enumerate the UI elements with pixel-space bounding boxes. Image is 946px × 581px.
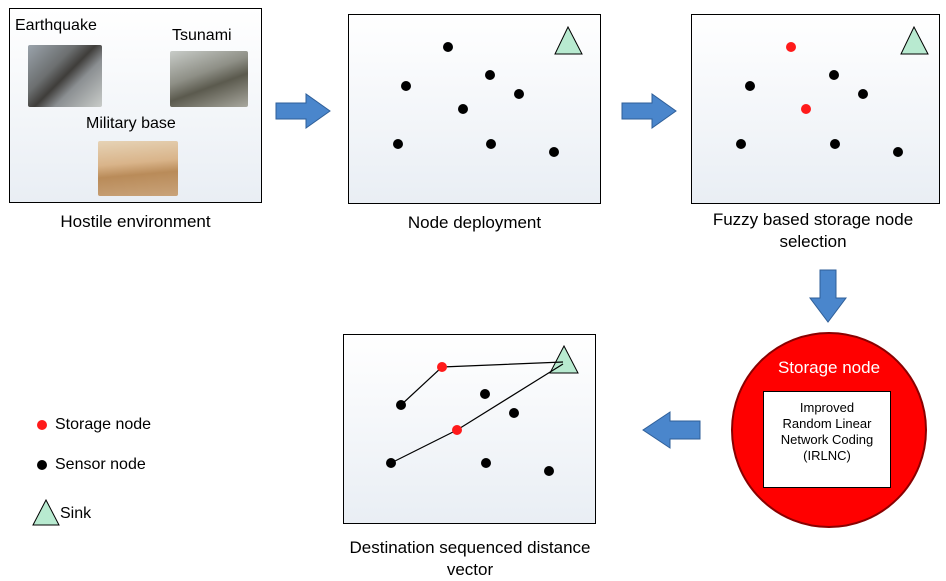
arrow-left-icon bbox=[642, 411, 701, 449]
sensor-node bbox=[401, 81, 411, 91]
sensor-node bbox=[509, 408, 519, 418]
arrow-right-1-icon bbox=[275, 93, 331, 129]
storage-node-circle-title: Storage node bbox=[777, 358, 881, 377]
node-deployment-caption: Node deployment bbox=[407, 213, 542, 232]
sensor-node bbox=[393, 139, 403, 149]
fuzzy-selection-caption-line1: Fuzzy based storage node bbox=[712, 210, 914, 229]
sensor-node bbox=[829, 70, 839, 80]
arrow-down-icon bbox=[809, 269, 847, 323]
dsdv-caption-line2: vector bbox=[446, 560, 494, 579]
legend-sensor-node: Sensor node bbox=[37, 456, 146, 474]
sensor-node bbox=[458, 104, 468, 114]
sensor-node bbox=[544, 466, 554, 476]
military-base-image bbox=[98, 141, 178, 196]
irlnc-line-2: Random Linear bbox=[782, 416, 872, 431]
military-base-label: Military base bbox=[86, 115, 176, 132]
storage-node bbox=[786, 42, 796, 52]
sensor-node bbox=[893, 147, 903, 157]
earthquake-image bbox=[28, 45, 102, 107]
sensor-node bbox=[736, 139, 746, 149]
sensor-node bbox=[745, 81, 755, 91]
sensor-node bbox=[514, 89, 524, 99]
irlnc-box: Improved Random Linear Network Coding (I… bbox=[763, 391, 891, 488]
sensor-node bbox=[386, 458, 396, 468]
legend-sensor-dot bbox=[37, 460, 47, 470]
irlnc-line-3: Network Coding bbox=[780, 432, 874, 447]
storage-node bbox=[801, 104, 811, 114]
hostile-environment-caption: Hostile environment bbox=[60, 212, 211, 231]
legend-storage-dot bbox=[37, 420, 47, 430]
sensor-node bbox=[485, 70, 495, 80]
fuzzy-selection-caption-line2: selection bbox=[779, 232, 847, 251]
sensor-node bbox=[549, 147, 559, 157]
legend-storage-node: Storage node bbox=[37, 416, 151, 434]
legend-sink-label: Sink bbox=[60, 505, 92, 522]
sensor-node bbox=[480, 389, 490, 399]
storage-node bbox=[452, 425, 462, 435]
sensor-node bbox=[830, 139, 840, 149]
sink-icon bbox=[900, 25, 929, 55]
sensor-node bbox=[396, 400, 406, 410]
legend-sensor-label: Sensor node bbox=[55, 456, 146, 473]
route-line-lower bbox=[390, 363, 564, 464]
dsdv-caption-line1: Destination sequenced distance bbox=[349, 538, 591, 557]
sensor-node bbox=[486, 139, 496, 149]
arrow-right-2-icon bbox=[621, 93, 677, 129]
sensor-node bbox=[443, 42, 453, 52]
storage-node bbox=[437, 362, 447, 372]
sensor-node bbox=[481, 458, 491, 468]
sink-icon bbox=[554, 25, 583, 55]
legend-storage-label: Storage node bbox=[55, 416, 152, 433]
sensor-node bbox=[858, 89, 868, 99]
legend-sink-icon bbox=[32, 498, 60, 526]
irlnc-line-1: Improved bbox=[799, 400, 855, 415]
tsunami-image bbox=[170, 51, 248, 107]
earthquake-label: Earthquake bbox=[15, 17, 97, 34]
fuzzy-selection-panel bbox=[691, 14, 940, 204]
hostile-environment-panel: Earthquake Tsunami Military base bbox=[9, 8, 262, 203]
tsunami-label: Tsunami bbox=[172, 27, 232, 44]
irlnc-line-4: (IRLNC) bbox=[803, 448, 851, 463]
sink-icon bbox=[549, 344, 579, 374]
